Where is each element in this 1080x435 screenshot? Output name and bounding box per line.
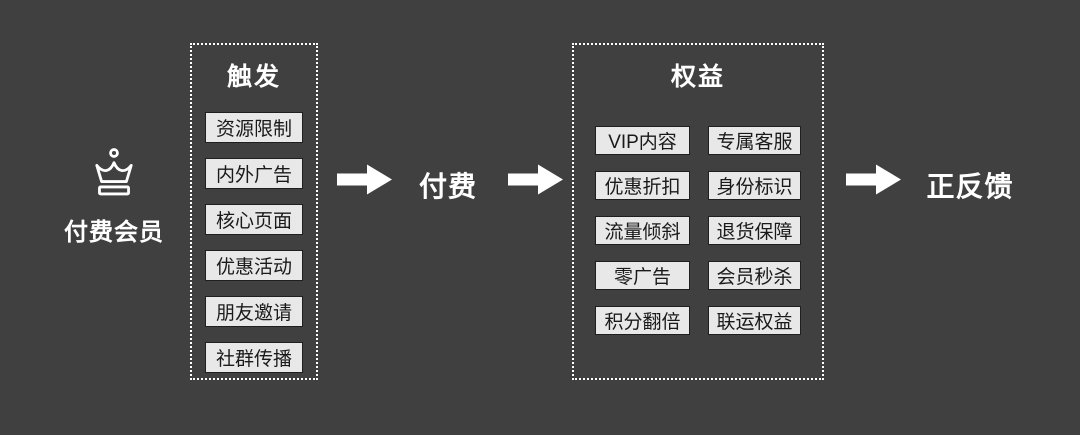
trigger-item: 内外广告 [205,158,303,189]
benefit-item: 零广告 [595,261,690,290]
crown-icon [88,146,140,202]
benefit-item: 优惠折扣 [595,171,690,200]
benefit-item: 身份标识 [708,171,801,200]
paid-member-label: 付费会员 [64,219,164,246]
trigger-item: 朋友邀请 [205,296,303,327]
benefit-item: 退货保障 [708,216,801,245]
benefit-item: 积分翻倍 [595,306,690,335]
trigger-item: 核心页面 [205,204,303,235]
benefit-item: 流量倾斜 [595,216,690,245]
trigger-group: 触发 资源限制 内外广告 核心页面 优惠活动 朋友邀请 社群传播 [190,43,318,380]
paid-member-entity: 付费会员 [48,146,180,247]
benefit-item-grid: VIP内容 专属客服 优惠折扣 身份标识 流量倾斜 退货保障 零广告 会员秒杀 … [595,126,801,335]
payment-label: 付费 [418,171,477,202]
positive-feedback-label: 正反馈 [926,171,1014,202]
arrow-right-icon [337,163,394,196]
benefits-group: 权益 VIP内容 专属客服 优惠折扣 身份标识 流量倾斜 退货保障 零广告 会员… [572,43,824,380]
trigger-group-title: 触发 [226,63,281,91]
trigger-item-list: 资源限制 内外广告 核心页面 优惠活动 朋友邀请 社群传播 [205,112,303,373]
benefit-item: 联运权益 [708,306,801,335]
trigger-item: 资源限制 [205,112,303,143]
benefit-item: 专属客服 [708,126,801,155]
trigger-item: 社群传播 [205,342,303,373]
benefit-item: 会员秒杀 [708,261,801,290]
benefit-item: VIP内容 [595,126,690,155]
benefits-group-title: 权益 [670,63,725,91]
trigger-item: 优惠活动 [205,250,303,281]
arrow-right-icon [508,163,565,196]
arrow-right-icon [846,163,903,196]
